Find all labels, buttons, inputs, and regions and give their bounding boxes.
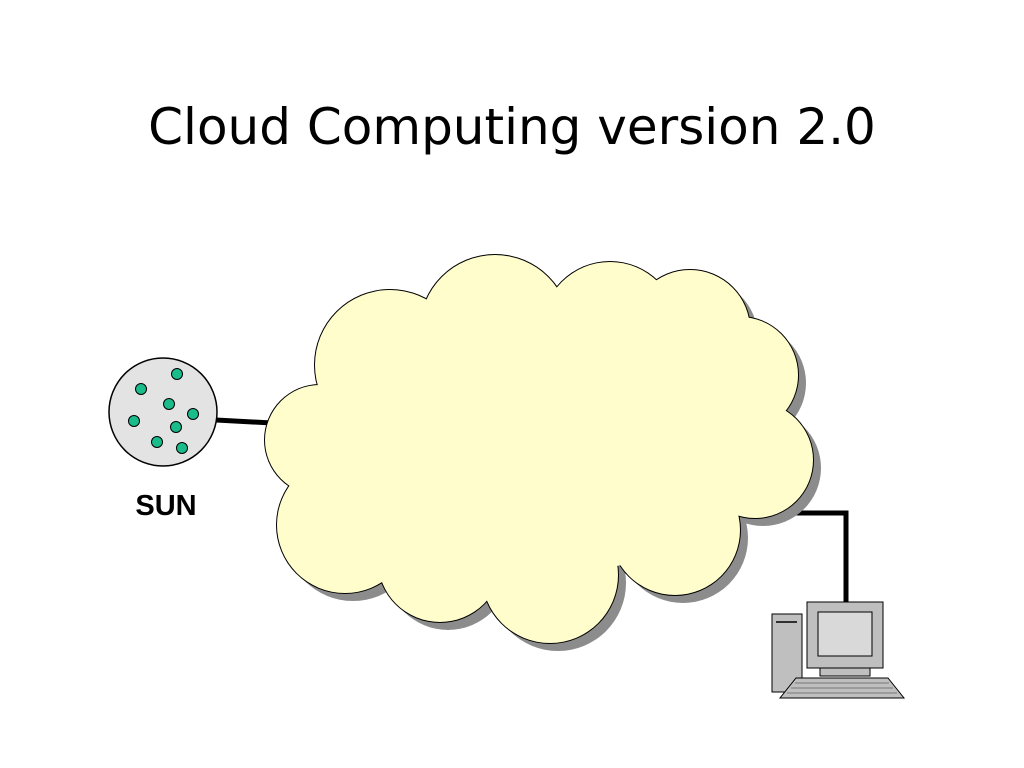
- desktop-computer-icon: [771, 601, 906, 699]
- server-cluster-icon: [108, 357, 218, 467]
- cloud-computer-link: [780, 510, 849, 604]
- slide-title: Cloud Computing version 2.0: [148, 98, 876, 156]
- sun-label: SUN: [135, 490, 197, 522]
- cloud-icon: [264, 254, 821, 651]
